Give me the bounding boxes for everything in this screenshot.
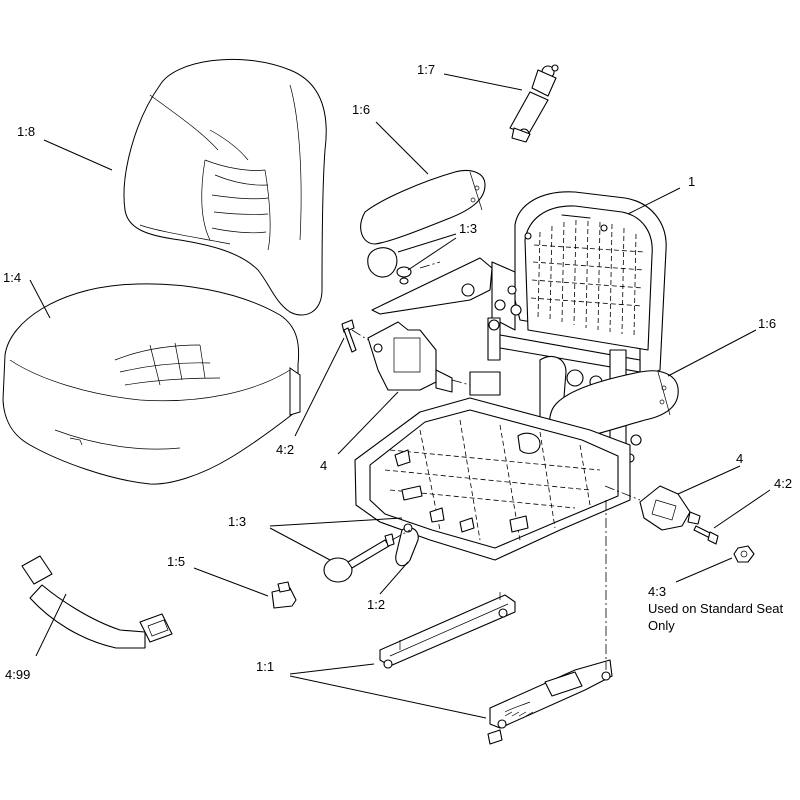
callout-1-8: 1:8 [17, 124, 35, 139]
armrest-bracket [371, 257, 493, 315]
note-standard-seat-line2: Only [648, 618, 675, 633]
leader-lines [29, 73, 771, 719]
slide-rail-lower [487, 659, 613, 745]
seat-belt-buckle-right [639, 485, 701, 531]
bolt-right [693, 525, 719, 545]
knob-top [367, 247, 412, 285]
callout-4-right: 4 [736, 451, 743, 466]
leader-1-1-a [289, 663, 375, 675]
armrest-left [360, 169, 486, 245]
callout-1-2: 1:2 [367, 597, 385, 612]
seat-back-mesh [530, 219, 646, 337]
callout-1-6-top: 1:6 [352, 102, 370, 117]
leader-1-3-bottom-b [269, 527, 331, 561]
callout-4-left: 4 [320, 458, 327, 473]
bolt-left [341, 319, 357, 353]
callout-labels: 1:7 1:6 1:8 1 1:3 1:4 1:6 4:2 4 4 4:2 1:… [3, 62, 792, 682]
leader-1-3-top-a [397, 233, 457, 253]
leader-4-2-right [713, 489, 771, 529]
callout-1-3-bottom: 1:3 [228, 514, 246, 529]
assembly-lines [351, 261, 641, 670]
callout-1-6-right: 1:6 [758, 316, 776, 331]
seat-belt-retractor-left [367, 321, 453, 393]
damper-link [509, 64, 559, 143]
callout-1-1: 1:1 [256, 659, 274, 674]
seat-back-cushion [123, 58, 327, 316]
seat-bottom-cushion [2, 283, 301, 485]
callout-1-5: 1:5 [167, 554, 185, 569]
callout-4-99: 4:99 [5, 667, 30, 682]
seat-switch [271, 581, 297, 609]
note-standard-seat-line1: Used on Standard Seat [648, 601, 784, 616]
leader-1-1-b [289, 675, 487, 719]
callout-1: 1 [688, 174, 695, 189]
leader-1-3-top-b [407, 237, 457, 271]
leader-1-8 [43, 139, 113, 171]
leader-4-3 [675, 557, 733, 583]
leader-1 [627, 187, 681, 215]
leader-4-right [677, 465, 741, 495]
leader-1-4 [29, 279, 51, 319]
leader-1-5 [193, 567, 269, 597]
leader-1-6-top [375, 121, 429, 175]
callout-1-3-top: 1:3 [459, 221, 477, 236]
callout-1-7: 1:7 [417, 62, 435, 77]
leader-1-6-right [667, 329, 757, 377]
leader-4-2-left [294, 337, 345, 437]
callout-1-4: 1:4 [3, 270, 21, 285]
callout-4-2-right: 4:2 [774, 476, 792, 491]
leader-1-3-bottom-a [269, 517, 403, 527]
slide-rail-upper [379, 592, 516, 669]
leader-4-left [337, 391, 399, 455]
leader-4-99 [35, 593, 67, 657]
leader-1-2 [379, 561, 409, 595]
nut [733, 545, 755, 563]
seat-base-frame [354, 397, 631, 561]
seat-belt [21, 555, 173, 649]
seat-back-frame [491, 191, 667, 379]
release-lever [395, 523, 419, 567]
callout-4-3: 4:3 [648, 584, 666, 599]
callout-4-2-left: 4:2 [276, 442, 294, 457]
leader-1-7 [443, 73, 523, 91]
knob-bottom [323, 533, 395, 583]
